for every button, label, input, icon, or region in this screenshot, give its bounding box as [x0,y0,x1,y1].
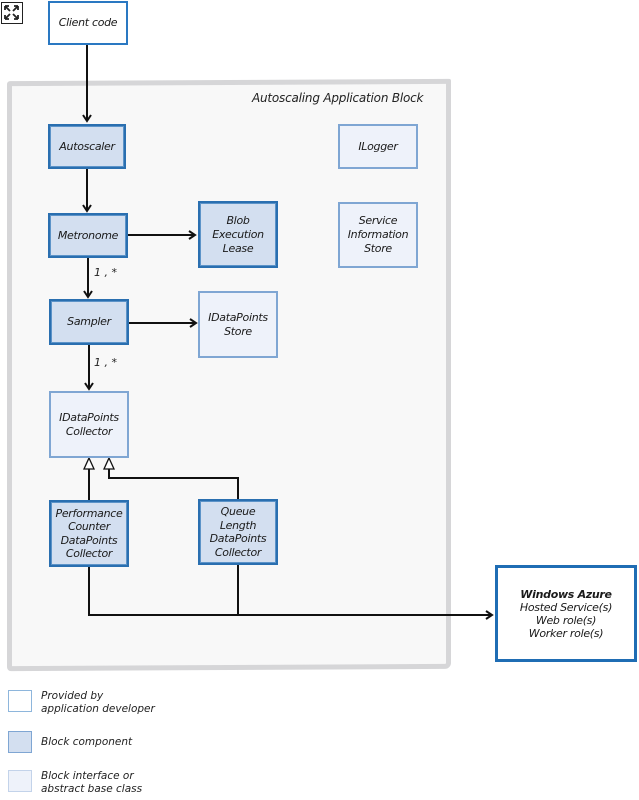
node-blob-execution-lease[interactable]: Blob Execution Lease [198,201,278,268]
node-label: Client code [58,16,118,29]
node-label: Sampler [67,315,111,328]
node-label: Blob Execution Lease [212,213,264,255]
container-title: Autoscaling Application Block [252,91,424,105]
node-label: Queue Length DataPoints Collector [209,505,267,559]
legend-item-developer: Provided by application developer [8,690,161,716]
node-windows-azure[interactable]: Windows Azure Hosted Service(s) Web role… [495,565,637,662]
node-ilogger[interactable]: ILogger [338,124,418,169]
node-label: Performance Counter DataPoints Collector [55,506,123,561]
node-queue-length-collector[interactable]: Queue Length DataPoints Collector [198,499,278,565]
legend-swatch-interface [8,770,32,792]
expand-arrows-icon [4,5,19,20]
node-label: ILogger [358,139,398,153]
node-metronome[interactable]: Metronome [48,213,128,258]
node-label: IDataPoints Store [208,310,268,338]
node-label: Service Information Store [347,214,409,255]
legend-item-component: Block component [8,731,181,753]
node-label: IDataPoints Collector [59,410,119,438]
legend-item-interface: Block interface or abstract base class [8,770,151,796]
node-sampler[interactable]: Sampler [49,299,129,345]
node-idatapoints-collector[interactable]: IDataPoints Collector [49,391,129,458]
multiplicity-sampler-collector: 1 , * [94,356,117,369]
legend-label: Block component [41,736,133,748]
legend-swatch-developer [8,690,32,712]
azure-line: Worker role(s) [528,626,604,640]
azure-line: Web role(s) [535,613,597,627]
expand-button[interactable] [1,2,23,24]
node-autoscaler[interactable]: Autoscaler [48,124,126,169]
node-service-information-store[interactable]: Service Information Store [338,202,418,268]
node-label: Metronome [57,228,119,242]
azure-title: Windows Azure [520,587,612,601]
legend-swatch-component [8,731,32,753]
node-performance-counter-collector[interactable]: Performance Counter DataPoints Collector [49,500,129,567]
node-idatapoints-store[interactable]: IDataPoints Store [198,291,278,358]
multiplicity-metronome-sampler: 1 , * [94,266,117,279]
legend-label: Block interface or abstract base class [41,770,143,795]
node-label: Autoscaler [59,139,115,153]
node-client-code[interactable]: Client code [48,1,128,45]
legend-label: Provided by application developer [41,690,155,715]
azure-line: Hosted Service(s) [519,600,613,614]
